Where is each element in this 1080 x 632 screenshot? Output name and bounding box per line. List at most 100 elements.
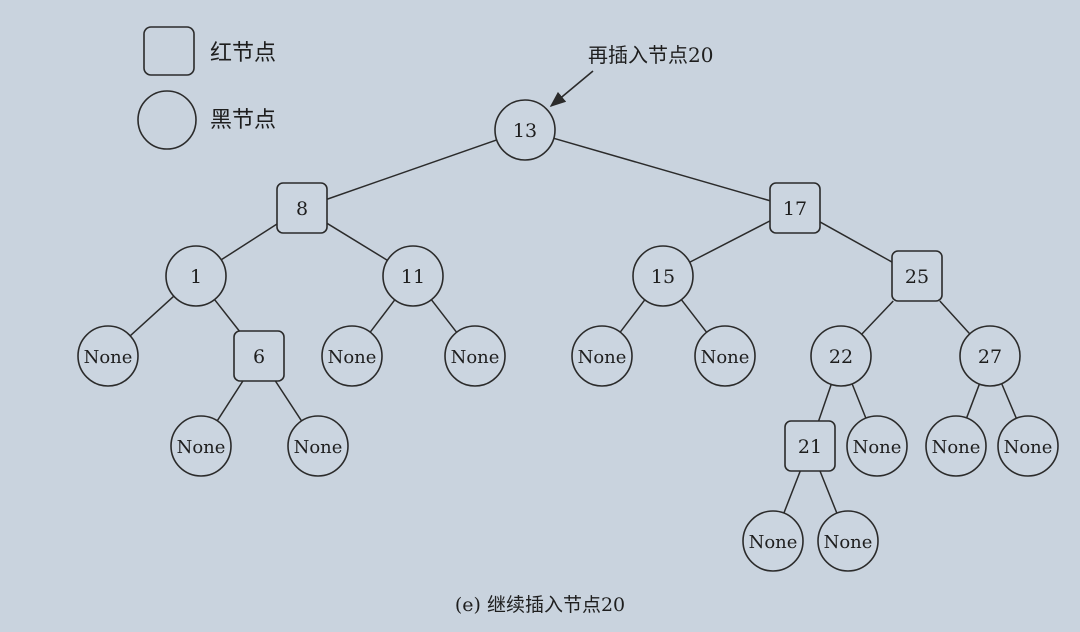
- node-shape: [846, 415, 908, 477]
- annotation-text: 再插入节点20: [588, 43, 713, 67]
- edge-n6-l6a: [216, 380, 244, 422]
- edge-n17-n15: [689, 220, 771, 263]
- node-shape: [694, 325, 756, 387]
- edge-n21-l21b: [819, 470, 838, 514]
- red-node-n6: 6: [233, 330, 285, 382]
- black-node-n22: 22: [810, 325, 872, 387]
- node-label: None: [749, 532, 798, 553]
- edge-n11-l11b: [430, 299, 458, 333]
- node-shape: [817, 510, 879, 572]
- black-node-l6a: None: [170, 415, 232, 477]
- edge-n17-n25: [819, 221, 893, 263]
- legend-black-node-swatch: [137, 90, 197, 150]
- node-label: None: [451, 347, 500, 368]
- node-label: 8: [296, 198, 308, 220]
- node-shape: [444, 325, 506, 387]
- edge-n13-n8: [326, 139, 497, 200]
- edge-n15-l15b: [680, 299, 708, 333]
- node-shape: [170, 415, 232, 477]
- node-shape: [769, 182, 821, 234]
- legend-red-label: 红节点: [210, 41, 276, 66]
- node-shape: [632, 245, 694, 307]
- edge-n8-n1: [220, 223, 278, 261]
- node-shape: [494, 99, 556, 161]
- node-shape: [959, 325, 1021, 387]
- node-label: 25: [905, 266, 929, 288]
- node-label: 21: [798, 436, 822, 458]
- edge-n11-l11a: [369, 299, 396, 333]
- edge-n25-n27: [939, 300, 971, 335]
- edge-n22-n21: [817, 384, 832, 422]
- node-label: 1: [190, 266, 202, 288]
- edge-n6-l6b: [274, 380, 303, 422]
- edge-n8-n11: [326, 222, 388, 261]
- node-shape: [77, 325, 139, 387]
- black-node-l11b: None: [444, 325, 506, 387]
- node-label: 6: [253, 346, 265, 368]
- edge-n27-l27a: [965, 383, 981, 419]
- node-shape: [810, 325, 872, 387]
- node-label: None: [701, 347, 750, 368]
- node-label: None: [932, 437, 981, 458]
- black-node-l27b: None: [997, 415, 1059, 477]
- node-shape: [925, 415, 987, 477]
- figure-caption: (e) 继续插入节点20: [455, 594, 625, 616]
- node-shape: [742, 510, 804, 572]
- node-label: 27: [978, 346, 1002, 368]
- node-shape: [382, 245, 444, 307]
- black-node-l15a: None: [571, 325, 633, 387]
- legend: 红节点 黑节点: [137, 26, 276, 150]
- black-node-l21b: None: [817, 510, 879, 572]
- red-node-n21: 21: [784, 420, 836, 472]
- black-node-l6b: None: [287, 415, 349, 477]
- node-label: 22: [829, 346, 853, 368]
- node-label: None: [294, 437, 343, 458]
- node-shape: [321, 325, 383, 387]
- black-node-n11: 11: [382, 245, 444, 307]
- node-label: None: [578, 347, 627, 368]
- insert-annotation: 再插入节点20: [549, 43, 713, 108]
- legend-black-label: 黑节点: [210, 108, 276, 133]
- node-label: 17: [783, 198, 807, 220]
- node-shape: [997, 415, 1059, 477]
- node-label: 13: [513, 120, 537, 142]
- node-shape: [287, 415, 349, 477]
- edge-n15-l15a: [619, 299, 646, 333]
- edge-n25-n22: [861, 300, 894, 335]
- black-node-n13: 13: [494, 99, 556, 161]
- node-shape: [233, 330, 285, 382]
- red-node-n25: 25: [891, 250, 943, 302]
- black-node-n27: 27: [959, 325, 1021, 387]
- edge-n1-n6: [213, 299, 240, 332]
- black-node-l22: None: [846, 415, 908, 477]
- red-node-n17: 17: [769, 182, 821, 234]
- black-node-l15b: None: [694, 325, 756, 387]
- black-node-l11a: None: [321, 325, 383, 387]
- node-shape: [891, 250, 943, 302]
- node-label: None: [177, 437, 226, 458]
- tree-edges: [129, 137, 1018, 514]
- node-shape: [165, 245, 227, 307]
- node-shape: [784, 420, 836, 472]
- legend-red-node-swatch: [143, 26, 195, 76]
- edge-n13-n17: [553, 137, 771, 202]
- node-label: None: [824, 532, 873, 553]
- node-shape: [276, 182, 328, 234]
- black-node-l1: None: [77, 325, 139, 387]
- black-node-n1: 1: [165, 245, 227, 307]
- node-shape: [571, 325, 633, 387]
- edge-n1-l1: [129, 295, 175, 337]
- edge-n22-l22: [851, 383, 867, 419]
- edge-n21-l21a: [783, 470, 801, 514]
- red-node-n8: 8: [276, 182, 328, 234]
- black-node-l21a: None: [742, 510, 804, 572]
- node-label: None: [328, 347, 377, 368]
- node-label: 11: [401, 266, 425, 288]
- node-label: 15: [651, 266, 675, 288]
- node-label: None: [84, 347, 133, 368]
- node-label: None: [853, 437, 902, 458]
- node-label: None: [1004, 437, 1053, 458]
- edge-n27-l27b: [1000, 383, 1018, 419]
- black-node-n15: 15: [632, 245, 694, 307]
